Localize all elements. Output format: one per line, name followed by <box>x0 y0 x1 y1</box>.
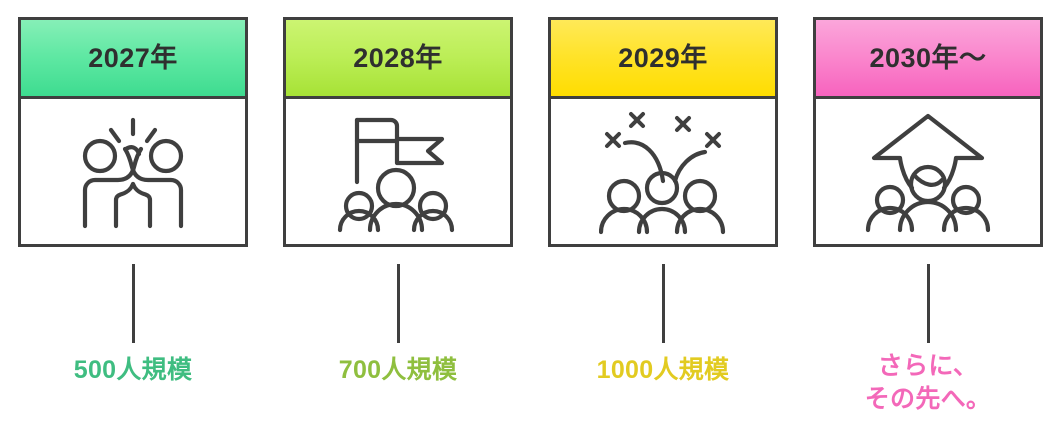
high-five-people-icon <box>69 108 197 236</box>
milestone-caption: 1000人規模 <box>596 356 730 384</box>
milestone-2030: 2030年〜 <box>813 17 1043 413</box>
milestone-card: 2028年 <box>283 17 513 247</box>
milestone-card: 2027年 <box>18 17 248 247</box>
milestone-2029: 2029年 <box>548 17 778 384</box>
celebration-people-icon <box>599 108 727 236</box>
milestone-card: 2030年〜 <box>813 17 1043 247</box>
milestone-2028: 2028年 <box>283 17 513 384</box>
milestone-illustration <box>816 99 1040 244</box>
milestone-connector-line <box>132 264 135 343</box>
milestone-illustration <box>21 99 245 244</box>
milestone-year-label: 2029年 <box>618 42 708 73</box>
milestone-card: 2029年 <box>548 17 778 247</box>
milestone-2027: 2027年 <box>18 17 248 384</box>
milestone-year-label: 2030年〜 <box>869 42 987 73</box>
milestone-caption: 700人規模 <box>338 356 458 384</box>
milestone-connector-line <box>397 264 400 343</box>
milestone-illustration <box>551 99 775 244</box>
growth-arrow-people-icon <box>864 108 992 236</box>
milestone-caption: さらに、 その先へ。 <box>864 352 992 413</box>
milestone-connector-line <box>927 264 930 343</box>
milestone-caption: 500人規模 <box>73 356 193 384</box>
milestone-header: 2027年 <box>21 20 245 99</box>
milestone-header: 2029年 <box>551 20 775 99</box>
milestone-year-label: 2027年 <box>88 42 178 73</box>
milestone-illustration <box>286 99 510 244</box>
milestone-connector-line <box>662 264 665 343</box>
milestone-header: 2028年 <box>286 20 510 99</box>
milestone-year-label: 2028年 <box>353 42 443 73</box>
milestone-header: 2030年〜 <box>816 20 1040 99</box>
flag-team-icon <box>334 108 462 236</box>
